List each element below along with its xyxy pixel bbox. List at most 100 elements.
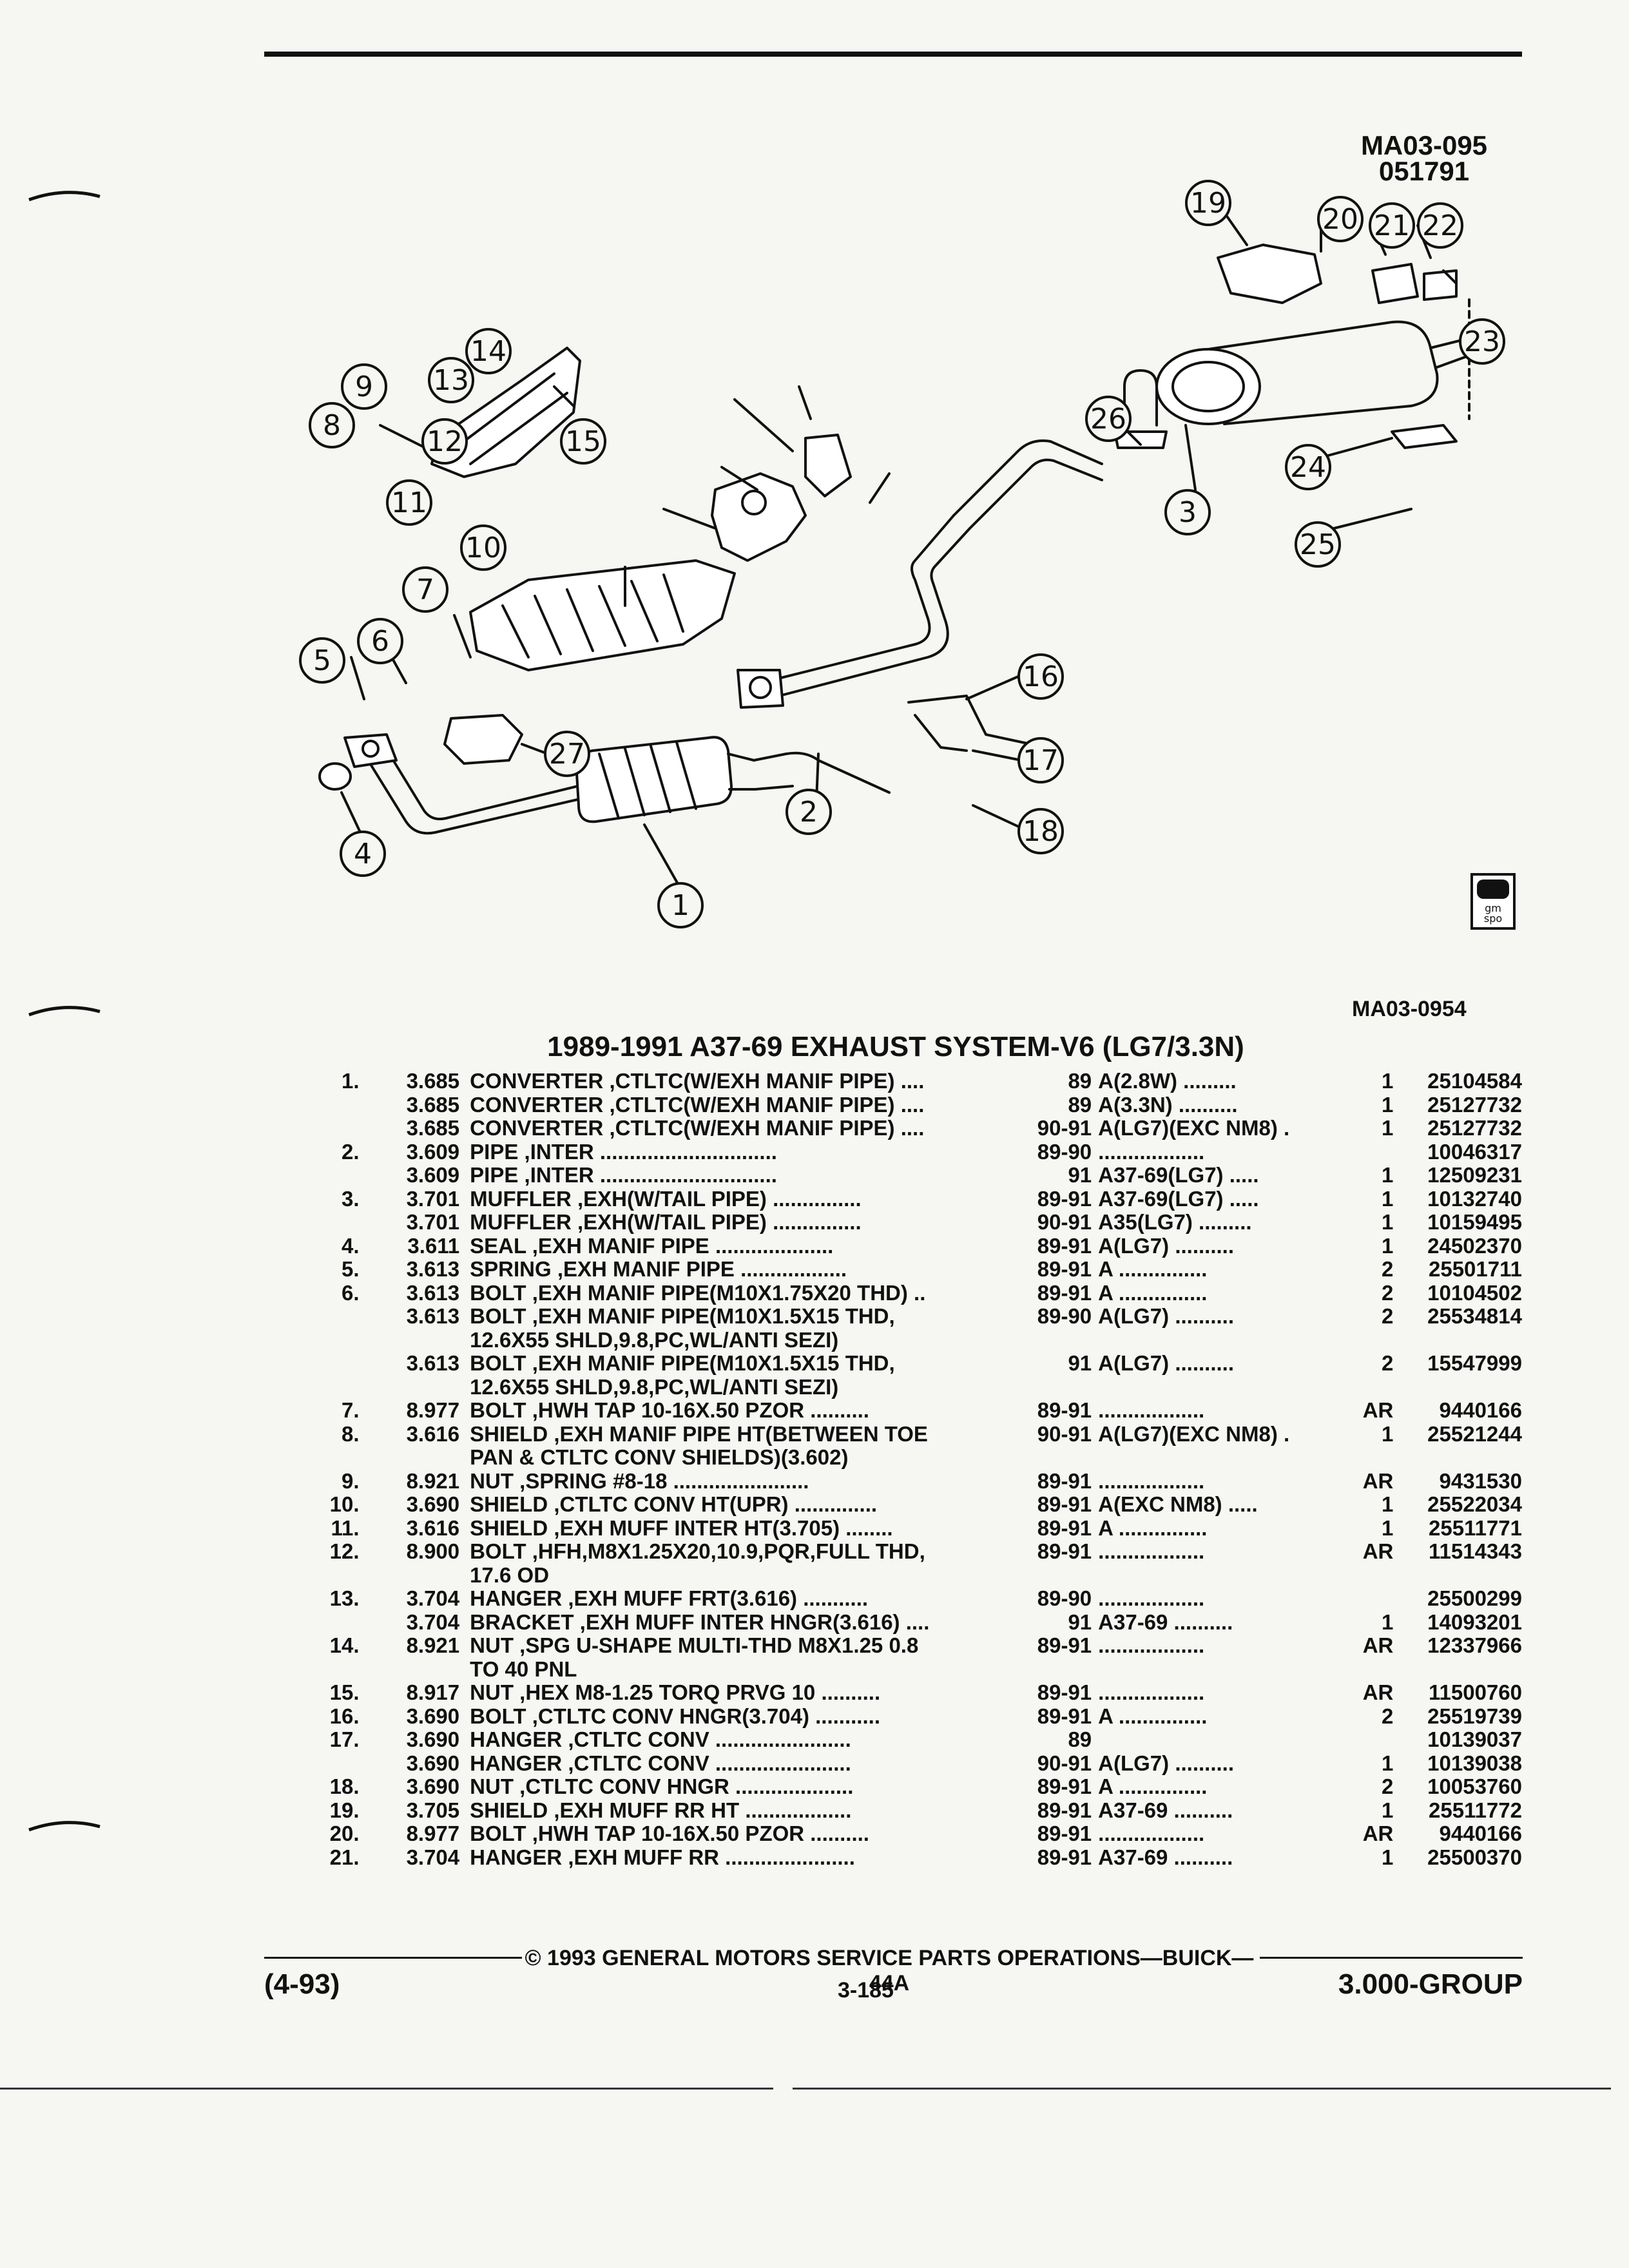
callout-3: 3 xyxy=(1179,496,1197,529)
part-number: 9440166 xyxy=(1439,1821,1522,1845)
part-name: SEAL xyxy=(470,1233,526,1258)
part-name: HANGER xyxy=(470,1586,563,1610)
quantity: AR xyxy=(1362,1468,1394,1493)
quantity: 1 xyxy=(1382,1186,1394,1211)
quantity: 2 xyxy=(1382,1774,1394,1798)
part-detail: ,EXH(W/TAIL PIPE) ............... xyxy=(577,1186,862,1211)
model-years: 89-90 xyxy=(1037,1304,1092,1328)
model-years: 90-91 xyxy=(1037,1421,1092,1446)
group-number: 3.705 xyxy=(406,1798,460,1822)
application: .................. xyxy=(1098,1633,1205,1657)
part-number: 10139037 xyxy=(1427,1727,1522,1751)
part-detail: ,EXH MANIF PIPE .................. xyxy=(557,1257,847,1281)
scan-line xyxy=(793,2088,1611,2090)
application xyxy=(1098,1728,1358,1752)
application: A(LG7)(EXC NM8) . xyxy=(1098,1116,1290,1140)
part-name: BOLT xyxy=(470,1539,526,1563)
part-description: PIPE ,INTER ............................… xyxy=(470,1163,1012,1187)
quantity: 2 xyxy=(1382,1351,1394,1375)
quantity: 1 xyxy=(1382,1751,1394,1775)
part-name: BOLT xyxy=(470,1704,526,1728)
application: A35(LG7) ......... xyxy=(1098,1210,1252,1234)
item-number xyxy=(303,1752,360,1776)
application: .................. xyxy=(1098,1586,1205,1610)
part-name: PIPE xyxy=(470,1139,519,1164)
quantity: 1 xyxy=(1382,1163,1394,1187)
callout-1: 1 xyxy=(671,889,689,922)
application: A(LG7)(EXC NM8) . xyxy=(1098,1421,1290,1446)
callout-13: 13 xyxy=(433,364,469,397)
callout-18: 18 xyxy=(1023,815,1059,848)
application: A(EXC NM8) ..... xyxy=(1098,1492,1258,1516)
part-name: SHIELD xyxy=(470,1798,548,1822)
model-years: 89-91 xyxy=(1037,1845,1092,1869)
part-number: 10046317 xyxy=(1427,1139,1522,1164)
part-number: 25104584 xyxy=(1427,1069,1522,1093)
part-description: NUT ,SPRING #8-18 ......................… xyxy=(470,1469,1012,1494)
item-number: 6. xyxy=(341,1280,360,1305)
application: A(3.3N) .......... xyxy=(1098,1092,1238,1117)
model-years: 89-91 xyxy=(1037,1233,1092,1258)
callout-11: 11 xyxy=(391,486,427,519)
part-detail-continued: 17.6 OD xyxy=(470,1562,550,1587)
group-number: 3.701 xyxy=(406,1186,460,1211)
quantity xyxy=(1358,1728,1402,1752)
part-detail: ,EXH MUFF INTER HT(3.705) ........ xyxy=(554,1515,893,1540)
part-number: 10104502 xyxy=(1427,1280,1522,1305)
part-name: HANGER xyxy=(470,1727,563,1751)
quantity: 2 xyxy=(1382,1257,1394,1281)
quantity: 1 xyxy=(1382,1069,1394,1093)
part-number: 10132740 xyxy=(1427,1186,1522,1211)
part-name: SHIELD xyxy=(470,1515,548,1540)
part-number: 25534814 xyxy=(1427,1304,1522,1328)
part-detail: ,EXH MANIF PIPE HT(BETWEEN TOE xyxy=(554,1421,928,1446)
part-detail: ,EXH MUFF FRT(3.616) ........... xyxy=(568,1586,869,1610)
item-number: 5. xyxy=(341,1257,360,1281)
group-number: 8.921 xyxy=(406,1633,460,1657)
part-number: 24502370 xyxy=(1427,1233,1522,1258)
callout-22: 22 xyxy=(1422,209,1458,242)
part-description: BOLT ,CTLTC CONV HNGR(3.704) ........... xyxy=(470,1704,1012,1729)
item-number: 1. xyxy=(341,1069,360,1093)
margin-mark xyxy=(28,1821,101,1832)
group-number: 3.704 xyxy=(406,1610,460,1634)
quantity: AR xyxy=(1362,1680,1394,1704)
application: A ............... xyxy=(1098,1257,1208,1281)
quantity xyxy=(1358,1587,1402,1611)
group-number: 3.611 xyxy=(407,1233,460,1258)
callout-19: 19 xyxy=(1190,187,1226,220)
callout-5: 5 xyxy=(313,644,331,677)
quantity: AR xyxy=(1362,1398,1394,1422)
part-detail: ,CTLTC(W/EXH MANIF PIPE) .... xyxy=(609,1069,925,1093)
part-number: 25127732 xyxy=(1427,1116,1522,1140)
part-description: BOLT ,EXH MANIF PIPE(M10X1.5X15 THD,12.6… xyxy=(470,1351,1012,1399)
part-name: CONVERTER xyxy=(470,1069,604,1093)
model-years: 89-90 xyxy=(1037,1586,1092,1610)
callout-15: 15 xyxy=(565,425,601,458)
part-detail: ,EXH MANIF PIPE(M10X1.5X15 THD, xyxy=(532,1351,895,1375)
part-detail: ,HFH,M8X1.25X20,10.9,PQR,FULL THD, xyxy=(532,1539,925,1563)
part-description: PIPE ,INTER ............................… xyxy=(470,1140,1012,1164)
margin-mark xyxy=(28,1006,101,1017)
callout-25: 25 xyxy=(1300,528,1336,561)
part-detail: ,CTLTC CONV ....................... xyxy=(568,1727,851,1751)
application: A(2.8W) ......... xyxy=(1098,1069,1237,1093)
part-description: NUT ,CTLTC CONV HNGR ...................… xyxy=(470,1774,1012,1799)
part-name: BOLT xyxy=(470,1821,526,1845)
model-years: 89 xyxy=(1068,1092,1092,1117)
footer-rule-right xyxy=(1260,1957,1523,1959)
callout-26: 26 xyxy=(1090,403,1126,436)
group-number: 3.613 xyxy=(406,1280,460,1305)
